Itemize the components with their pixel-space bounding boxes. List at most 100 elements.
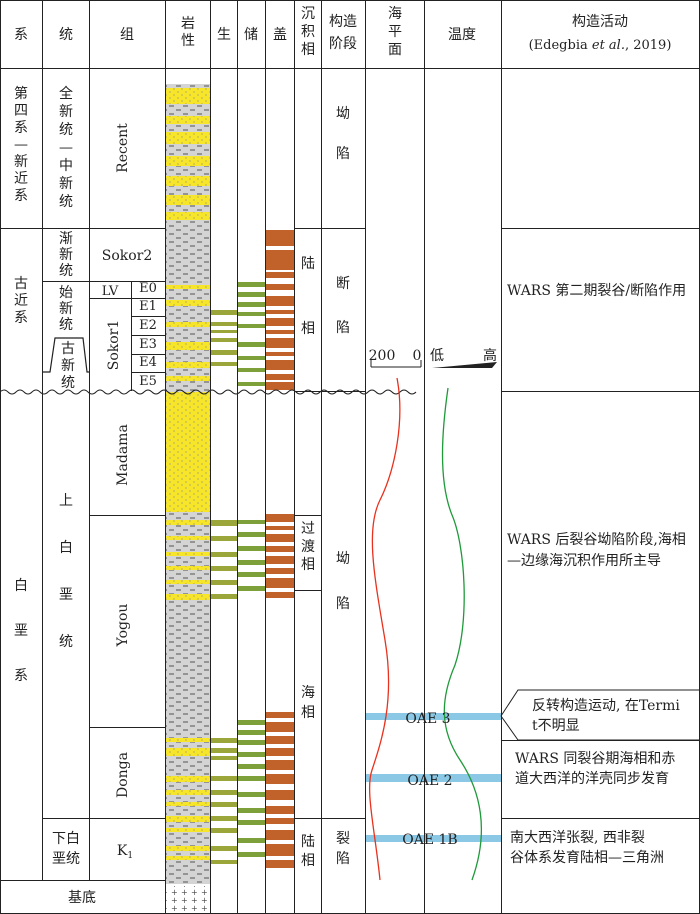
sandstone-layer — [166, 88, 210, 104]
sandstone-layer — [166, 738, 210, 742]
series-paleocene: 古新统 — [61, 341, 75, 391]
system-quaternary-neogene: 第四系—新近系 — [14, 85, 28, 204]
stage-rift-sag: 裂陷 — [336, 831, 350, 867]
svg-text:陆相: 陆相 — [301, 834, 315, 869]
reservoir-bed — [238, 324, 265, 328]
facies-marine: 海相 — [301, 685, 315, 721]
source-bed — [211, 350, 237, 355]
header-stage: 构造阶段 — [329, 14, 357, 52]
seal-bed — [266, 318, 294, 326]
reservoir-bed — [238, 560, 265, 565]
seal-bed — [266, 310, 294, 314]
seal-bed — [266, 272, 294, 278]
series-holocene-miocene: 全新统—中新统 — [59, 85, 73, 210]
seal-bed — [266, 534, 294, 542]
stage-sag-middle: 坳陷 — [336, 551, 350, 612]
seal-bed — [266, 250, 294, 270]
reservoir-bed — [238, 312, 265, 316]
header-reservoir: 储 — [244, 27, 258, 43]
sandstone-layer — [166, 580, 210, 584]
reservoir-bed — [238, 720, 265, 725]
sandstone-layer — [166, 776, 210, 782]
sandstone-layer — [166, 846, 210, 851]
sandstone-layer — [166, 116, 210, 124]
source-bed — [211, 330, 237, 333]
source-bed — [211, 322, 237, 326]
source-bed — [211, 594, 237, 599]
oae3-band — [365, 713, 501, 720]
seal-bed — [266, 712, 294, 718]
sandstone-layer — [166, 156, 210, 166]
reservoir-bed — [238, 382, 265, 386]
lithology-column — [166, 84, 210, 914]
source-reservoir-seal-columns — [211, 230, 294, 868]
reservoir-bed — [238, 740, 265, 745]
facies-continental: 陆相 — [301, 256, 315, 337]
seal-bed — [266, 830, 294, 840]
svg-text:过渡相: 过渡相 — [301, 521, 315, 573]
seal-bed — [266, 818, 294, 824]
svg-text:坳陷: 坳陷 — [336, 551, 350, 612]
group-k1: K1 — [117, 843, 133, 861]
sandstone-layer — [166, 748, 210, 756]
sandstone-layer — [166, 566, 210, 570]
svg-text:渐新统: 渐新统 — [59, 231, 73, 279]
header-tectonic-ref: (Edegbia et al., 2019) — [529, 38, 672, 53]
sandstone-layer — [166, 594, 210, 600]
seal-bed — [266, 844, 294, 856]
system-cretaceous: 白垩系 — [14, 578, 28, 684]
seal-bed — [266, 338, 294, 348]
temperature-curve — [441, 387, 482, 881]
sandstone-layer — [166, 816, 210, 822]
sandstone-layer — [166, 212, 210, 220]
sandstone-layer — [166, 176, 210, 186]
source-bed — [211, 776, 237, 781]
system-basement: 基底 — [68, 889, 96, 906]
sandstone-layer — [166, 132, 210, 144]
source-bed — [211, 828, 237, 833]
series-lower-cretaceous: 下白垩统 — [52, 831, 80, 867]
sandstone-layer — [166, 856, 210, 860]
reservoir-bed — [238, 838, 265, 843]
reservoir-bed — [238, 356, 265, 360]
facies-transitional: 过渡相 — [301, 521, 315, 573]
svg-text:断陷: 断陷 — [336, 276, 350, 336]
header-series: 统 — [59, 27, 73, 43]
seal-bed — [266, 352, 294, 356]
header-source: 生 — [217, 27, 231, 43]
reservoir-bed — [238, 368, 265, 372]
svg-text:始新统: 始新统 — [59, 285, 73, 333]
svg-text:古新统: 古新统 — [61, 341, 75, 391]
source-bed — [211, 310, 237, 315]
seal-bed — [266, 722, 294, 732]
seal-bed — [266, 568, 294, 574]
reservoir-bed — [238, 752, 265, 757]
seal-bed — [266, 526, 294, 530]
basement-layer — [166, 886, 210, 914]
sandstone-layer — [166, 376, 210, 381]
seal-bed — [266, 556, 294, 564]
sandstone-layer — [166, 520, 210, 525]
reservoir-bed — [238, 586, 265, 591]
seal-bed — [266, 296, 294, 306]
sandstone-layer — [166, 790, 210, 795]
header-tectonic: 构造活动 — [572, 14, 628, 30]
sealevel-scale-right: 0 — [413, 348, 422, 364]
source-bed — [211, 536, 237, 541]
reservoir-bed — [238, 282, 265, 287]
sandstone-layer — [166, 342, 210, 350]
source-bed — [211, 846, 237, 851]
header-facies: 沉积相 — [301, 6, 315, 58]
subunit-label: E5 — [139, 374, 157, 389]
source-bed — [211, 566, 237, 571]
reservoir-bed — [238, 292, 265, 297]
temperature-scale-low: 低 — [430, 348, 444, 364]
oae2-label: OAE 2 — [407, 773, 452, 789]
source-bed — [211, 860, 237, 864]
subunit-label: E3 — [139, 337, 157, 352]
source-bed — [211, 748, 237, 753]
svg-text:海平面: 海平面 — [388, 6, 402, 58]
seal-bed — [266, 546, 294, 552]
